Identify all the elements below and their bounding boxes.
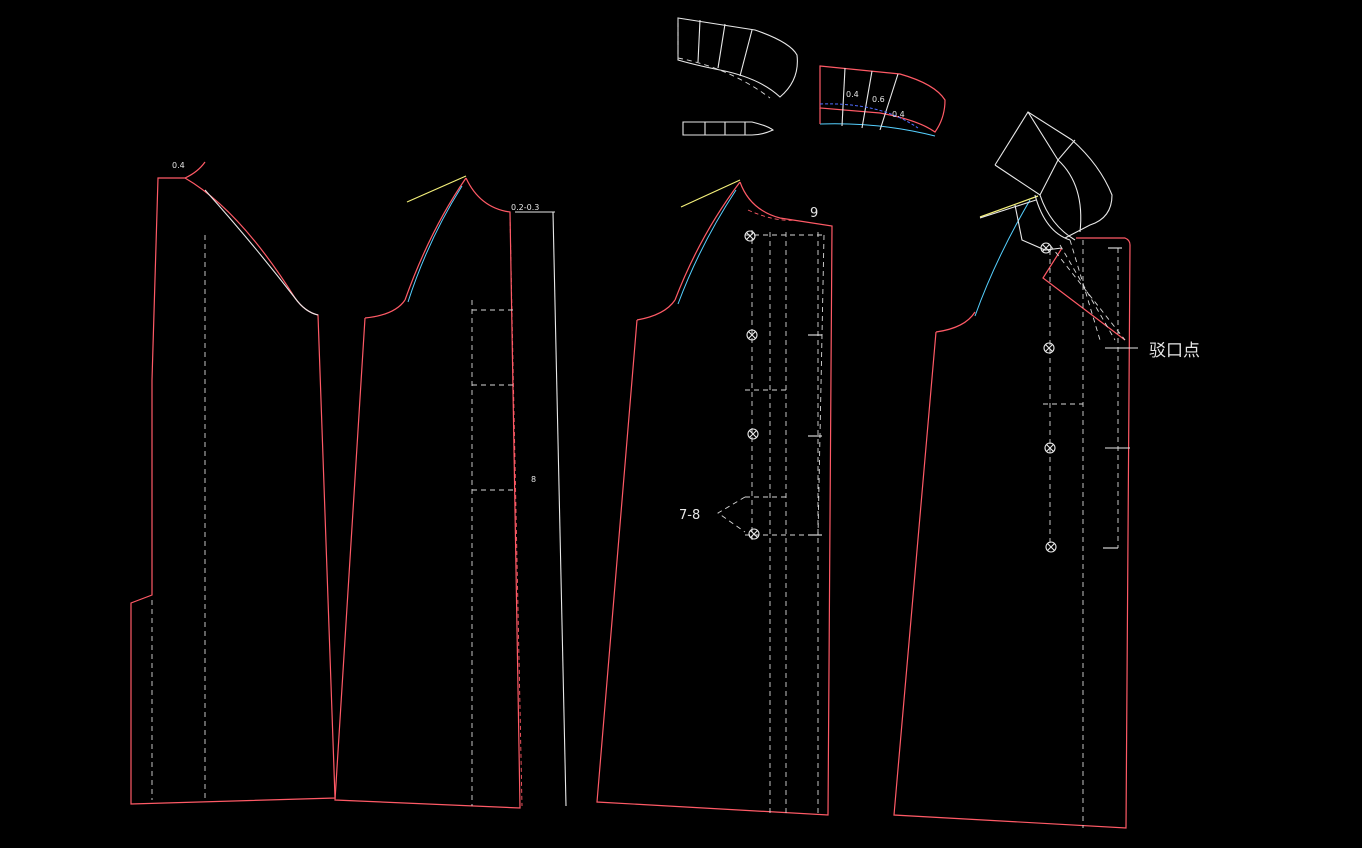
front-button-3	[747, 428, 759, 440]
side-front-outline	[334, 177, 521, 809]
lapel-front-outline	[893, 237, 1131, 829]
lapel-collar-overlay	[994, 111, 1113, 251]
collar-piece-2: 0.4 0.6 0.4	[819, 65, 946, 137]
side-front-shoulder-line	[406, 175, 467, 203]
front-spacing-bracket	[717, 496, 746, 533]
front-margin-line	[817, 234, 825, 536]
side-front-neck-curve	[404, 177, 467, 301]
lapel-front-panel: 驳口点	[893, 111, 1200, 829]
collar-piece-2-outline	[819, 65, 946, 133]
collar-stand-outline	[682, 121, 775, 136]
front-button-spacing-measure: 7-8	[679, 508, 700, 523]
collar-piece-2-division-3	[879, 73, 899, 131]
side-front-marker: 8	[531, 475, 536, 484]
lapel-alt-curve	[974, 199, 1031, 317]
notch-point-label: 驳口点	[1149, 341, 1200, 361]
collar-piece-1	[677, 17, 798, 99]
lapel-shoulder-line	[979, 195, 1039, 218]
lapel-button-4	[1045, 541, 1057, 553]
collar-piece-1-division-2	[717, 23, 726, 69]
collar-piece-2-fold-line	[819, 103, 919, 129]
lapel-button-3	[1044, 442, 1056, 454]
back-neck-measure: 0.4	[172, 161, 185, 170]
front-button-2	[746, 329, 758, 341]
front-panel: 9 7-8	[596, 179, 833, 816]
front-panel-outline	[596, 181, 833, 816]
front-width-measure: 9	[810, 206, 818, 221]
collar-piece-1-outline	[677, 17, 798, 98]
collar-measure-3: 0.4	[892, 110, 905, 119]
collar-piece-1-division-1	[697, 19, 701, 63]
front-alt-curve	[677, 189, 737, 305]
side-front-panel: 0.2-0.3 8	[334, 175, 567, 809]
lapel-collar-outline-6	[1034, 194, 1071, 241]
back-armhole-curve	[204, 189, 319, 316]
side-front-alt-curve	[407, 185, 463, 303]
lapel-roll-line-1	[1049, 244, 1126, 341]
side-front-neck-measure: 0.2-0.3	[511, 203, 539, 212]
front-shoulder-line	[680, 179, 741, 208]
lapel-collar-outline-1	[994, 111, 1113, 239]
collar-measure-2: 0.6	[872, 95, 885, 104]
side-front-center-line	[552, 211, 567, 807]
lapel-collar-outline-4	[1039, 159, 1082, 241]
lapel-shoulder-line-2	[979, 199, 1037, 219]
back-panel: 0.4	[130, 161, 336, 805]
collar-piece-2-division-2	[861, 70, 873, 129]
front-button-4	[748, 528, 760, 540]
lapel-collar-outline-5	[1014, 204, 1063, 251]
collar-piece-2-division-1	[841, 67, 846, 127]
lapel-collar-outline-3	[1027, 111, 1076, 161]
lapel-edge	[1042, 247, 1126, 341]
side-front-edge-dash	[509, 214, 523, 807]
back-panel-outline	[130, 161, 336, 805]
collar-piece-1-division-3	[739, 29, 753, 77]
collar-measure-1: 0.4	[846, 90, 859, 99]
front-button-1	[744, 230, 756, 242]
front-neck-dash	[747, 209, 796, 221]
lapel-roll-line-2	[1059, 244, 1116, 341]
collar-piece-1-fold-line	[677, 57, 771, 99]
collar-stand-piece	[682, 121, 775, 136]
front-neck-curve	[674, 181, 741, 301]
collar-piece-2-lower-curve	[819, 123, 936, 137]
lapel-collar-outline-2	[994, 159, 1059, 196]
lapel-button-2	[1043, 342, 1055, 354]
lapel-button-1	[1040, 242, 1052, 254]
